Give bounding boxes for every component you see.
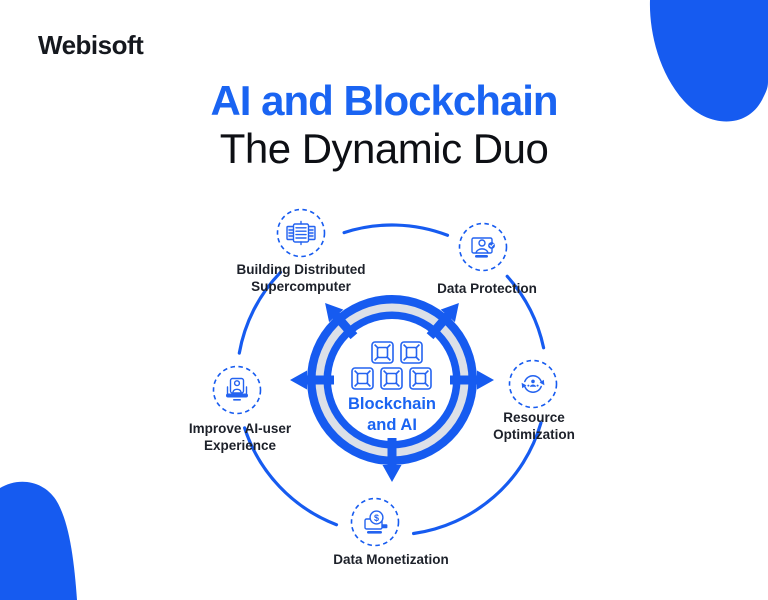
title-line-2: The Dynamic Duo: [219, 125, 549, 172]
title-line-1: AI and Blockchain: [210, 77, 558, 124]
arc-lower-right: [412, 421, 543, 536]
connector-arcs: [237, 223, 546, 536]
user-check-monitor-icon: [471, 237, 495, 258]
dashed-ring: [508, 359, 558, 409]
server-cluster-icon: [286, 220, 316, 246]
arc-top: [342, 223, 450, 237]
arrow-down-icon: [382, 438, 402, 482]
node-building-distributed-supercomputer: [276, 208, 326, 258]
arrow-up-right-icon: [426, 303, 459, 340]
arc-upper-left: [237, 270, 283, 355]
node-improve-ai-user-experience: [212, 365, 262, 415]
node-data-monetization: $: [350, 497, 400, 547]
arc-upper-right: [505, 274, 546, 350]
hub-arrows: [290, 303, 494, 482]
arrow-up-left-icon: [325, 303, 358, 340]
arrow-left-icon: [290, 370, 334, 390]
webisoft-logo: Webisoft: [38, 30, 144, 60]
page-title: AI and Blockchain The Dynamic Duo: [0, 80, 768, 170]
node-data-protection: [458, 222, 508, 272]
label-data-protection: Data Protection: [437, 281, 537, 296]
dollar-coin-laptop-icon: $: [364, 510, 388, 534]
bottom-left-blob: [0, 481, 77, 600]
node-resource-optimization: [508, 359, 558, 409]
label-data-monetization: Data Monetization: [333, 552, 449, 567]
hub-label: Blockchain and AI: [347, 395, 437, 434]
label-resource-optimization: Resource Optimization: [493, 410, 575, 442]
arc-lower-left: [243, 426, 339, 527]
top-right-blob: [649, 0, 768, 122]
dollar-glyph: $: [374, 513, 379, 523]
user-card-laptop-icon: [226, 377, 248, 401]
arrow-right-icon: [450, 370, 494, 390]
label-improve-ai-user-experience: Improve AI-user Experience: [188, 421, 292, 453]
label-building-distributed-supercomputer: Building Distributed Supercomputer: [236, 262, 366, 294]
resource-cycle-icon: [521, 375, 545, 393]
